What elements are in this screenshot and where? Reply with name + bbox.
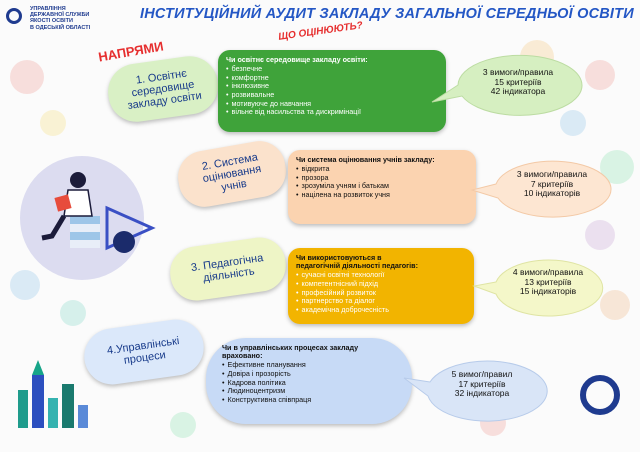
list-item: розвивальне	[226, 90, 438, 100]
list-item: Довіра і прозорість	[222, 369, 404, 379]
direction-4-card: Чи в управлінських процесах закладу врах…	[206, 338, 412, 424]
list-item: компетентнісний підхід	[296, 279, 466, 289]
direction-1-label: 1. Освітнє середовище закладу освіти	[126, 67, 203, 113]
direction-3-card: Чи використовуються в педагогічній діяль…	[288, 248, 474, 324]
speech-bubble-shape	[470, 160, 612, 218]
org-line: ДЕРЖАВНОЇ СЛУЖБИ	[30, 12, 90, 19]
ball-icon	[113, 231, 135, 253]
list-item: академічна доброчесність	[296, 305, 466, 315]
requirement-line: 4 вимоги/правила	[512, 267, 584, 277]
speech-bubble-shape	[472, 259, 604, 317]
direction-1-list: безпечне комфортне інклюзивне розвивальн…	[226, 65, 438, 117]
direction-2-pill: 2. Система оцінювання учнів	[173, 137, 291, 211]
org-line: В ОДЕСЬКІЙ ОБЛАСТІ	[30, 24, 91, 31]
list-item: Конструктивна співпраця	[222, 395, 404, 405]
bg-dot	[40, 110, 66, 136]
bg-dot	[585, 60, 615, 90]
list-item: безпечне	[226, 65, 438, 74]
requirement-line: 15 індикаторів	[519, 286, 577, 297]
direction-3-label: 3. Педагогічна діяльність	[190, 252, 265, 285]
list-item: Кадрова політика	[222, 378, 404, 388]
student-leg-icon	[41, 214, 67, 241]
building-icon	[18, 390, 28, 428]
direction-3-pill: 3. Педагогічна діяльність	[166, 234, 290, 304]
list-item: партнерство та діалог	[296, 297, 466, 306]
requirement-line: 42 індикатора	[490, 86, 546, 97]
direction-2-list: відкрита прозора зрозуміла учням і батьк…	[296, 165, 468, 199]
list-item: інклюзивне	[226, 82, 438, 91]
direction-1-requirements: 3 вимоги/правила 15 критеріїв 42 індикат…	[468, 67, 568, 97]
direction-4-list: Ефективне планування Довіра і прозорість…	[214, 361, 404, 404]
direction-1-card: Чи освітнє середовище закладу освіти: бе…	[218, 50, 446, 132]
bg-dot	[10, 270, 40, 300]
list-item: вільне від насильства та дискримінації	[226, 108, 438, 117]
book-stack-icon	[70, 240, 100, 248]
page-subtitle: ЩО ОЦІНЮЮТЬ?	[277, 20, 364, 43]
bg-dot	[60, 300, 86, 326]
requirement-line: 13 критеріїв	[524, 276, 572, 287]
direction-2-requirements-bubble	[470, 160, 612, 218]
open-book-icon	[54, 194, 72, 212]
direction-2-card: Чи система оцінювання учнів закладу: від…	[288, 150, 476, 224]
requirement-line: 3 вимоги/правила	[516, 169, 588, 179]
direction-4-requirements: 5 вимог/правил 17 критеріїв 32 індикатор…	[428, 369, 536, 399]
direction-3-requirements: 4 вимоги/правила 13 критеріїв 15 індикат…	[496, 267, 600, 297]
requirement-line: 15 критеріїв	[494, 76, 542, 87]
direction-1-pill: 1. Освітнє середовище закладу освіти	[104, 52, 222, 126]
direction-3-list: сучасні освітні технології компетентнісн…	[296, 271, 466, 314]
direction-4-question: Чи в управлінських процесах закладу врах…	[222, 343, 359, 361]
direction-2-label: 2. Система оцінювання учнів	[201, 151, 263, 194]
book-stack-icon	[70, 216, 100, 224]
list-item: націлена на розвиток учня	[296, 190, 468, 200]
direction-3-question: Чи використовуються в педагогічній діяль…	[296, 253, 418, 271]
list-item: професійний розвиток	[296, 288, 466, 298]
bg-dot	[585, 220, 615, 250]
direction-4-requirements-bubble	[403, 360, 548, 422]
list-item: комфортне	[226, 73, 438, 83]
list-item: сучасні освітні технології	[296, 271, 466, 280]
direction-1-requirements-bubble	[431, 54, 583, 116]
org-line: УПРАВЛІННЯ	[30, 6, 66, 12]
direction-3-requirements-bubble	[472, 259, 604, 317]
bg-dot	[560, 110, 586, 136]
building-icon	[48, 398, 58, 428]
org-line: ЯКОСТІ ОСВІТИ	[30, 18, 73, 25]
direction-4-label: 4.Управлінські процеси	[106, 335, 181, 367]
requirement-line: 32 індикатора	[454, 388, 510, 399]
decorative-ring-icon	[580, 375, 620, 415]
city-buildings-illustration	[18, 360, 88, 428]
reading-student-illustration	[20, 156, 156, 280]
direction-2-question: Чи система оцінювання учнів закладу:	[296, 155, 435, 164]
bg-dot	[600, 290, 630, 320]
arrow-up-icon	[32, 360, 44, 375]
bg-dot	[170, 412, 196, 438]
requirement-line: 17 критеріїв	[458, 378, 506, 389]
direction-4-pill: 4.Управлінські процеси	[80, 315, 208, 389]
list-item: прозора	[296, 173, 468, 183]
direction-2-requirements: 3 вимоги/правила 7 критеріїв 10 індикато…	[500, 169, 604, 199]
requirement-line: 5 вимог/правил	[451, 369, 513, 379]
requirement-line: 7 критеріїв	[530, 178, 574, 189]
list-item: зрозуміла учням і батькам	[296, 182, 468, 191]
student-head-icon	[70, 172, 86, 188]
speech-bubble-shape	[403, 360, 548, 422]
building-icon	[32, 375, 44, 428]
speech-bubble-shape	[431, 54, 583, 116]
list-item: відкрита	[296, 165, 468, 174]
bg-dot	[10, 60, 44, 94]
organization-name: УПРАВЛІННЯ ДЕРЖАВНОЇ СЛУЖБИ ЯКОСТІ ОСВІТ…	[30, 6, 120, 31]
logo-ring-icon	[6, 8, 22, 24]
building-icon	[62, 384, 74, 428]
list-item: Людиноцентризм	[222, 387, 404, 396]
direction-1-question: Чи освітнє середовище закладу освіти:	[226, 55, 368, 64]
list-item: мотивуюче до навчання	[226, 99, 438, 109]
requirement-line: 3 вимоги/правила	[482, 67, 554, 77]
requirement-line: 10 індикаторів	[523, 188, 581, 199]
page-title: ІНСТИТУЦІЙНИЙ АУДИТ ЗАКЛАДУ ЗАГАЛЬНОЇ СЕ…	[140, 6, 634, 22]
list-item: Ефективне планування	[222, 361, 404, 370]
book-stack-icon	[70, 224, 100, 232]
building-icon	[78, 405, 88, 428]
book-stack-icon	[70, 232, 100, 240]
